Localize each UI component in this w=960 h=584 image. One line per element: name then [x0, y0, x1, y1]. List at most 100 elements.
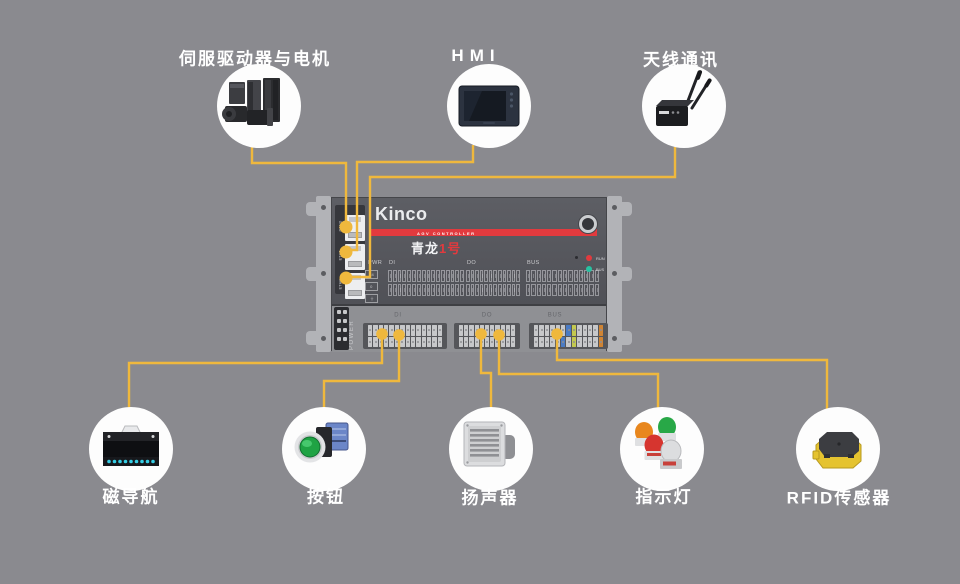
terminal-cell — [582, 336, 587, 347]
terminal-cell — [392, 284, 397, 296]
controller-body: CAN0 ETH1 ETH0 Kinco AGV CONTROLLER 青龙1号… — [331, 197, 608, 352]
terminal-cell — [516, 284, 520, 296]
terminal-cell — [502, 270, 507, 282]
terminal-cell — [495, 336, 500, 347]
terminal-cell — [573, 284, 578, 296]
terminal-cell — [562, 284, 568, 296]
terminal-cell — [544, 325, 550, 336]
terminal-cell — [578, 284, 584, 296]
terminal-cell — [484, 336, 490, 347]
terminal-cell — [598, 325, 604, 336]
terminal-cell — [373, 336, 378, 347]
bus-terminal-strip — [529, 323, 608, 349]
terminal-cell — [541, 284, 547, 296]
bus-led-label: BUS — [596, 267, 605, 272]
terminal-cell — [488, 270, 493, 282]
terminal-cell — [539, 336, 544, 347]
terminal-cell — [416, 270, 421, 282]
push-button-image — [294, 422, 349, 463]
terminal-cell — [460, 284, 464, 296]
terminal-cell — [507, 284, 511, 296]
model-name-white: 青龙 — [411, 241, 440, 256]
rj45-port-can0 — [345, 215, 365, 241]
strip-label-bus: BUS — [547, 311, 563, 318]
label-push-button: 按钮 — [307, 487, 345, 507]
terminal-cell — [407, 284, 412, 296]
terminal-cell — [459, 325, 464, 336]
terminal-cell — [466, 270, 470, 282]
terminal-cell — [421, 284, 426, 296]
terminal-cell — [407, 270, 412, 282]
strip-label-di: DI — [394, 311, 402, 318]
terminal-cell — [440, 284, 445, 296]
node-servo — [217, 64, 301, 148]
node-magnetic-nav — [89, 407, 173, 491]
io-label-di: DI — [389, 259, 396, 266]
terminal-cell — [426, 336, 432, 347]
terminal-cell — [410, 336, 416, 347]
terminal-cell — [568, 284, 573, 296]
terminal-cell — [394, 336, 400, 347]
terminal-cell — [484, 325, 490, 336]
screw-hole — [321, 336, 326, 341]
strip-label-do: DO — [481, 311, 493, 318]
terminal-cell — [507, 270, 511, 282]
mount-ear — [621, 267, 632, 281]
io-label-do: DO — [467, 259, 477, 266]
mount-ear — [306, 331, 317, 345]
power-connector — [334, 307, 349, 350]
pwr-pin-0: 0 — [365, 282, 378, 291]
terminal-cell — [405, 325, 410, 336]
terminal-cell — [450, 270, 455, 282]
rfid-sensor-image — [812, 432, 862, 469]
screw-hole — [612, 205, 617, 210]
terminal-cell — [388, 284, 392, 296]
agv-controller: CAN0 ETH1 ETH0 Kinco AGV CONTROLLER 青龙1号… — [306, 196, 632, 352]
terminal-cell — [526, 284, 531, 296]
pinhole — [575, 256, 578, 259]
terminal-cell — [388, 270, 392, 282]
terminal-cell — [505, 336, 510, 347]
model-name-red: 1号 — [439, 241, 462, 256]
terminal-cell — [416, 284, 421, 296]
terminal-cell — [587, 325, 593, 336]
terminal-cell — [474, 336, 479, 347]
terminal-cell — [539, 325, 544, 336]
terminal-cell — [445, 270, 450, 282]
wire-indicator — [497, 335, 660, 412]
terminal-cell — [470, 270, 475, 282]
terminal-cell — [389, 336, 394, 347]
speaker-image — [463, 421, 515, 467]
model-name: 青龙1号 — [411, 238, 461, 257]
node-indicator-light — [620, 407, 704, 491]
terminal-cell — [577, 325, 582, 336]
terminal-cell — [426, 325, 432, 336]
terminal-cell — [484, 284, 488, 296]
terminal-cell — [573, 270, 578, 282]
terminal-cell — [566, 325, 571, 336]
terminal-cell — [593, 336, 598, 347]
terminal-cell — [464, 325, 469, 336]
run-led-label: RUN — [596, 256, 605, 261]
io-label-pwr: PWR — [368, 259, 383, 266]
io-label-bus: BUS — [527, 259, 540, 266]
label-magnetic-nav: 磁导航 — [102, 487, 160, 507]
terminal-cell — [560, 325, 566, 336]
terminal-cell — [459, 336, 464, 347]
terminal-cell — [552, 284, 557, 296]
terminal-cell — [436, 270, 440, 282]
terminal-cell — [426, 270, 431, 282]
node-rfid-sensor — [796, 407, 880, 491]
wire-speaker — [479, 334, 493, 412]
mount-ear — [621, 331, 632, 345]
screw-hole — [612, 271, 617, 276]
label-antenna: 天线通讯 — [643, 50, 719, 70]
terminal-cell — [455, 284, 460, 296]
wire-hmi — [347, 145, 475, 252]
hmi-panel-image — [458, 85, 520, 127]
screw-hole — [321, 205, 326, 210]
terminal-cell — [498, 284, 502, 296]
terminal-cell — [544, 336, 550, 347]
terminal-cell — [402, 284, 407, 296]
terminal-cell — [412, 284, 416, 296]
